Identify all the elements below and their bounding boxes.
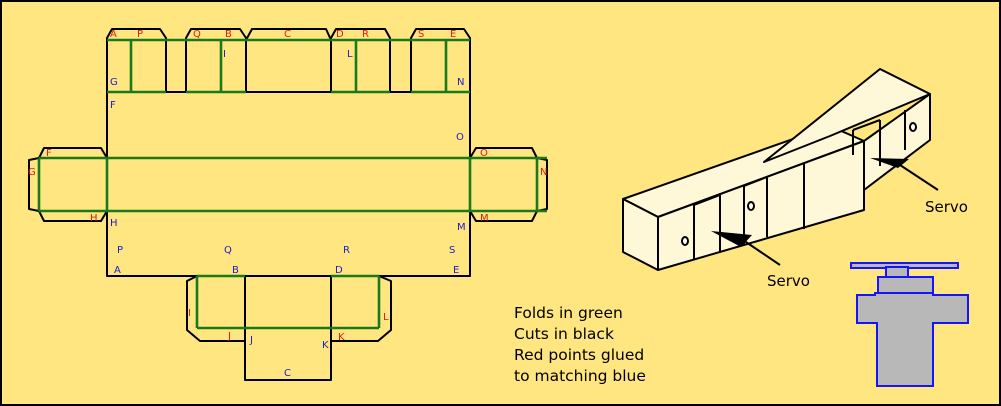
- legend-line-glue: Red points glued: [514, 346, 644, 364]
- fold-lines: [37, 38, 547, 330]
- net-top-tab-c: [245, 28, 332, 41]
- arrow-icon: [742, 239, 781, 266]
- point-label: L: [347, 49, 353, 60]
- point-label: I: [188, 308, 191, 319]
- screw-hole-icon: [909, 122, 917, 132]
- servo-icon: [850, 262, 969, 387]
- point-label: D: [335, 265, 343, 276]
- point-label: L: [383, 312, 389, 323]
- point-label: F: [46, 148, 52, 159]
- legend-line-folds: Folds in green: [514, 304, 623, 322]
- point-label: J: [227, 331, 231, 342]
- point-label: R: [343, 245, 350, 256]
- point-label: O: [480, 148, 488, 159]
- point-label: S: [449, 245, 455, 256]
- point-label: B: [225, 29, 232, 40]
- point-label: Q: [193, 29, 201, 40]
- point-label: C: [284, 29, 291, 40]
- point-label: M: [457, 222, 466, 233]
- legend-line-match: to matching blue: [514, 367, 646, 385]
- box-edge: [693, 194, 721, 206]
- point-label: B: [232, 265, 239, 276]
- point-label: N: [457, 77, 464, 88]
- arrow-icon: [870, 158, 909, 168]
- point-label: E: [450, 29, 456, 40]
- net-top-tab-dr: [330, 28, 391, 92]
- point-label: N: [540, 167, 547, 178]
- point-label: P: [137, 29, 143, 40]
- point-label: E: [453, 265, 459, 276]
- box-arm-end: [622, 198, 659, 271]
- point-label: H: [110, 218, 118, 229]
- point-label: O: [456, 132, 464, 143]
- point-label: P: [117, 245, 123, 256]
- servo-shaft: [885, 266, 909, 278]
- assembled-box: [622, 68, 939, 271]
- net-point-labels: A P Q B D R S E C I L G N F O F G H O N …: [28, 29, 547, 379]
- point-label: F: [110, 100, 116, 111]
- servo-label-left: Servo: [767, 272, 810, 290]
- point-label: M: [480, 213, 489, 224]
- point-label: K: [322, 340, 329, 351]
- net-right-flap: [469, 147, 548, 222]
- box-edge: [743, 176, 768, 187]
- point-label: R: [362, 29, 369, 40]
- screw-hole-icon: [747, 201, 755, 211]
- point-label: G: [110, 77, 118, 88]
- net-left-flap: [28, 147, 108, 222]
- point-label: H: [90, 213, 98, 224]
- servo-label-right: Servo: [925, 198, 968, 216]
- point-label: A: [110, 29, 117, 40]
- point-label: G: [28, 167, 36, 178]
- servo-body: [856, 292, 969, 387]
- screw-hole-icon: [681, 236, 689, 246]
- arrow-icon: [899, 164, 939, 191]
- point-label: D: [336, 29, 344, 40]
- net-top-tab-ap: [106, 28, 167, 92]
- legend-line-cuts: Cuts in black: [514, 325, 614, 343]
- net-top-tab-se: [410, 28, 471, 92]
- net-top-tab-qb: [185, 28, 247, 92]
- point-label: A: [114, 265, 121, 276]
- point-label: I: [223, 49, 226, 60]
- point-label: Q: [224, 245, 232, 256]
- box-net: A P Q B D R S E C I L G N F O F G H O N …: [28, 28, 548, 381]
- legend: Folds in green Cuts in black Red points …: [514, 304, 646, 385]
- point-label: J: [249, 335, 253, 346]
- servo-top: [877, 276, 934, 294]
- box-edge: [852, 119, 881, 131]
- arrow-icon: [711, 231, 752, 247]
- point-label: S: [418, 29, 424, 40]
- point-label: K: [338, 332, 345, 343]
- point-label: C: [284, 368, 291, 379]
